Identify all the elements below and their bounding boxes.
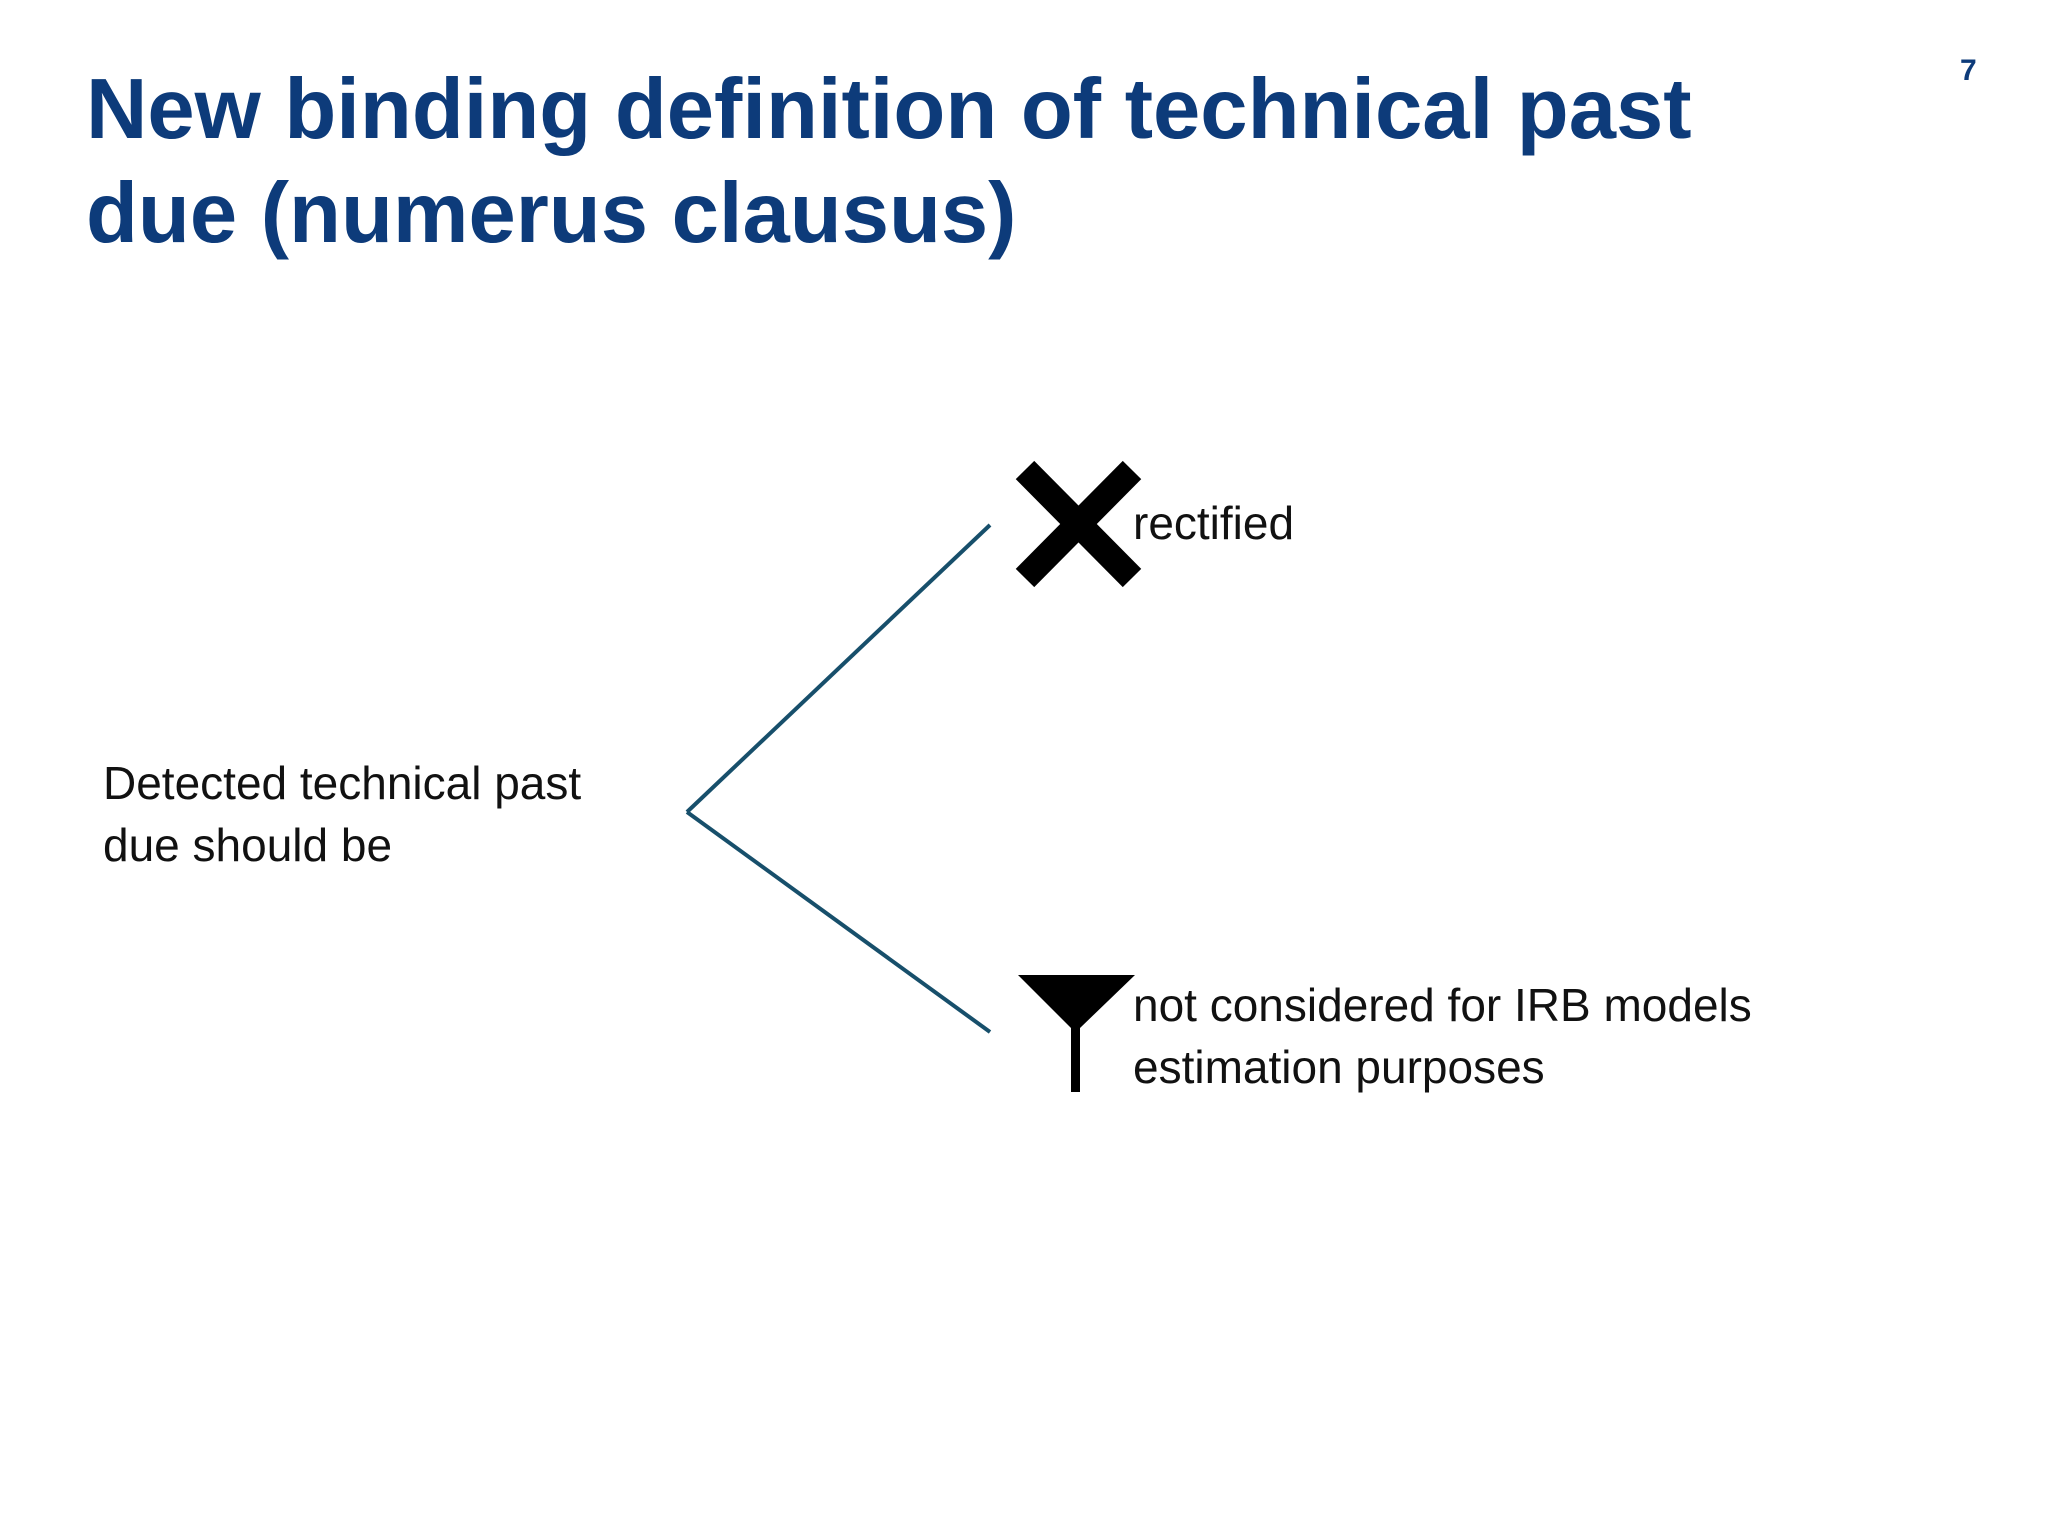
title-line-2: due (numerus clausus) [86, 166, 1017, 261]
branch-label-not-considered-line-1: not considered for IRB models [1133, 979, 1752, 1031]
branch-label-not-considered-line-2: estimation purposes [1133, 1041, 1545, 1093]
funnel-filter-icon [1018, 975, 1135, 1092]
source-label: Detected technical past due should be [103, 752, 703, 876]
title-line-1: New binding definition of technical past [86, 62, 1692, 157]
branch-label-rectified: rectified [1133, 492, 1733, 554]
branch-label-not-considered: not considered for IRB models estimation… [1133, 974, 1953, 1098]
slide-title: New binding definition of technical past… [86, 58, 1786, 266]
cross-icon [1015, 460, 1142, 588]
page-number: 7 [1960, 54, 1977, 87]
source-label-line-2: due should be [103, 819, 393, 871]
connector-line-bottom [685, 810, 992, 1034]
branch-label-rectified-text: rectified [1133, 497, 1295, 549]
source-label-line-1: Detected technical past [103, 757, 582, 809]
connector-line-top [685, 523, 992, 814]
